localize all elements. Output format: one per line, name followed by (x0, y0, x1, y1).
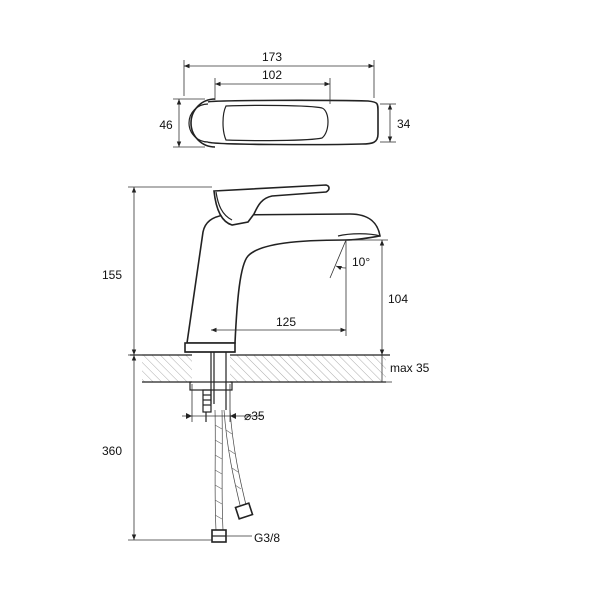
dim-155-label: 155 (102, 268, 122, 282)
dim-104-label: 104 (388, 292, 408, 306)
top-view: 173 102 46 34 (159, 50, 411, 148)
thread-size-label: G3/8 (254, 531, 280, 545)
dim-34-label: 34 (397, 117, 411, 131)
supply-hose-right (223, 409, 241, 506)
faucet-base (184, 342, 236, 353)
countertop-section (142, 355, 386, 382)
hose-fitting-right (234, 502, 254, 520)
dim-102-label: 102 (262, 68, 282, 82)
dim-360-label: 360 (102, 444, 122, 458)
dim-hole-diameter-label: ⌀35 (244, 409, 265, 423)
faucet-lever (213, 184, 330, 226)
dim-125-label: 125 (276, 315, 296, 329)
dim-173-label: 173 (262, 50, 282, 64)
dim-angle-label: 10° (352, 255, 370, 269)
dim-46-label: 46 (159, 118, 173, 132)
dim-max35-label: max 35 (390, 361, 430, 375)
side-view: 155 360 104 max 35 125 10° ⌀35 G3/8 (102, 184, 430, 545)
top-view-lever (207, 99, 379, 146)
